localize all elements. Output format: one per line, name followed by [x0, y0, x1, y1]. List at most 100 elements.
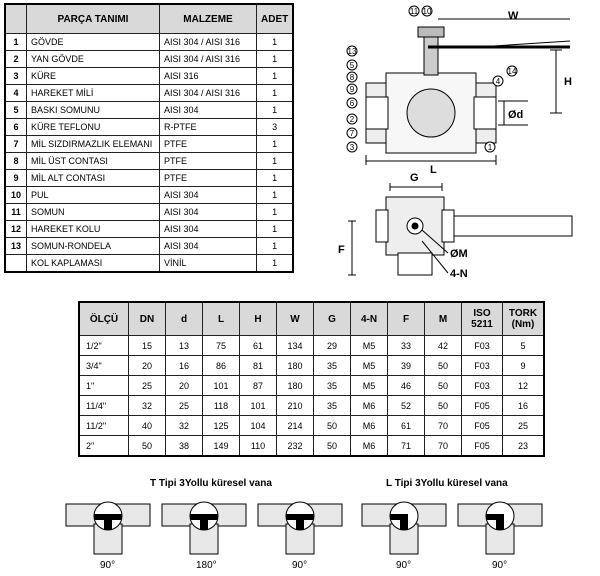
dims-cell: 61 — [239, 335, 277, 356]
dims-cell: 29 — [313, 335, 351, 356]
parts-cell-qty: 1 — [256, 135, 294, 153]
callout-number: 1 — [488, 143, 493, 152]
parts-cell-no: 13 — [4, 237, 27, 255]
valve-angle-label: 180° — [196, 560, 217, 571]
dim-l-label: L — [430, 164, 437, 176]
t-valve-symbol — [257, 501, 343, 555]
dims-cell: 25 — [165, 395, 203, 416]
dims-cell: 35 — [313, 395, 351, 416]
parts-cell-name: YAN GÖVDE — [26, 50, 160, 68]
dims-cell: 71 — [387, 435, 425, 457]
parts-cell-name: SOMUN — [26, 203, 160, 221]
callout-circle — [408, 5, 420, 17]
parts-cell-qty: 1 — [256, 203, 294, 221]
parts-cell-material: AISI 304 — [159, 101, 257, 119]
parts-cell-name: KÜRE — [26, 67, 160, 85]
dims-cell: 232 — [276, 435, 314, 457]
parts-cell-material: AISI 316 — [159, 67, 257, 85]
dims-cell: 16 — [165, 355, 203, 376]
dim-g-label: G — [410, 172, 419, 184]
parts-cell-name: HAREKET MİLİ — [26, 84, 160, 102]
dims-cell: F03 — [461, 335, 503, 356]
parts-cell-qty: 1 — [256, 84, 294, 102]
parts-header-qty: ADET — [256, 3, 294, 34]
dims-header-cell: TORK (Nm) — [502, 301, 545, 336]
dims-cell: 101 — [239, 395, 277, 416]
dims-cell: 35 — [313, 355, 351, 376]
dims-cell: 61 — [387, 415, 425, 436]
dims-cell: 180 — [276, 375, 314, 396]
dims-cell: 110 — [239, 435, 277, 457]
dims-cell: 5 — [502, 335, 545, 356]
dims-cell: 75 — [202, 335, 240, 356]
dims-cell: F05 — [461, 435, 503, 457]
parts-cell-no: 3 — [4, 67, 27, 85]
callout-circle — [346, 127, 358, 139]
callout-number: 3 — [350, 143, 355, 152]
callout-number: 13 — [348, 47, 357, 56]
dims-header-cell: d — [165, 301, 203, 336]
dims-cell: 70 — [424, 415, 462, 436]
dims-header-cell: H — [239, 301, 277, 336]
parts-cell-material: R-PTFE — [159, 118, 257, 136]
callout-number: 11 — [410, 7, 419, 16]
parts-cell-material: AISI 304 — [159, 203, 257, 221]
dims-cell: 1" — [78, 375, 129, 396]
t-valve-symbol — [65, 501, 151, 555]
dims-cell: 46 — [387, 375, 425, 396]
parts-cell-no: 10 — [4, 186, 27, 204]
dims-cell: 81 — [239, 355, 277, 376]
parts-header-material: MALZEME — [159, 3, 257, 34]
parts-cell-name: BASKI SOMUNU — [26, 101, 160, 119]
dims-header-cell: ÖLÇÜ — [78, 301, 129, 336]
parts-cell-qty: 1 — [256, 33, 294, 51]
dims-header-cell: W — [276, 301, 314, 336]
callout-number: 14 — [508, 67, 517, 76]
parts-cell-no: 2 — [4, 50, 27, 68]
dims-cell: F05 — [461, 415, 503, 436]
dim-f-label: F — [338, 244, 345, 256]
parts-header-row: PARÇA TANIMI MALZEME ADET — [4, 3, 294, 34]
dims-cell: 9 — [502, 355, 545, 376]
parts-cell-no: 8 — [4, 152, 27, 170]
parts-cell-no — [4, 254, 27, 273]
dims-cell: 12 — [502, 375, 545, 396]
top-view — [348, 183, 573, 276]
dims-header-cell: 4-N — [350, 301, 388, 336]
dims-cell: 13 — [165, 335, 203, 356]
dims-cell: 87 — [239, 375, 277, 396]
parts-cell-material: AISI 304 / AISI 316 — [159, 50, 257, 68]
callout-circle — [346, 141, 358, 153]
parts-header-name: PARÇA TANIMI — [26, 3, 160, 34]
callout-number: 7 — [350, 129, 355, 138]
callout-circle — [346, 83, 358, 95]
callout-number: 8 — [350, 73, 355, 82]
dims-cell: 70 — [424, 435, 462, 457]
dim-n-label: 4-N — [450, 268, 468, 280]
callout-number: 6 — [350, 99, 355, 108]
side-view — [365, 18, 571, 165]
dims-cell: 86 — [202, 355, 240, 376]
dims-cell: 15 — [128, 335, 166, 356]
dims-header-cell: M — [424, 301, 462, 336]
parts-cell-material: PTFE — [159, 135, 257, 153]
callout-number: 5 — [350, 61, 355, 70]
dims-cell: 11/4" — [78, 395, 129, 416]
callout-circle — [484, 141, 496, 153]
dims-cell: 104 — [239, 415, 277, 436]
dims-cell: 50 — [313, 415, 351, 436]
valve-angle-label: 90° — [396, 560, 412, 571]
dims-header-cell: L — [202, 301, 240, 336]
dim-w-label: W — [508, 10, 519, 22]
